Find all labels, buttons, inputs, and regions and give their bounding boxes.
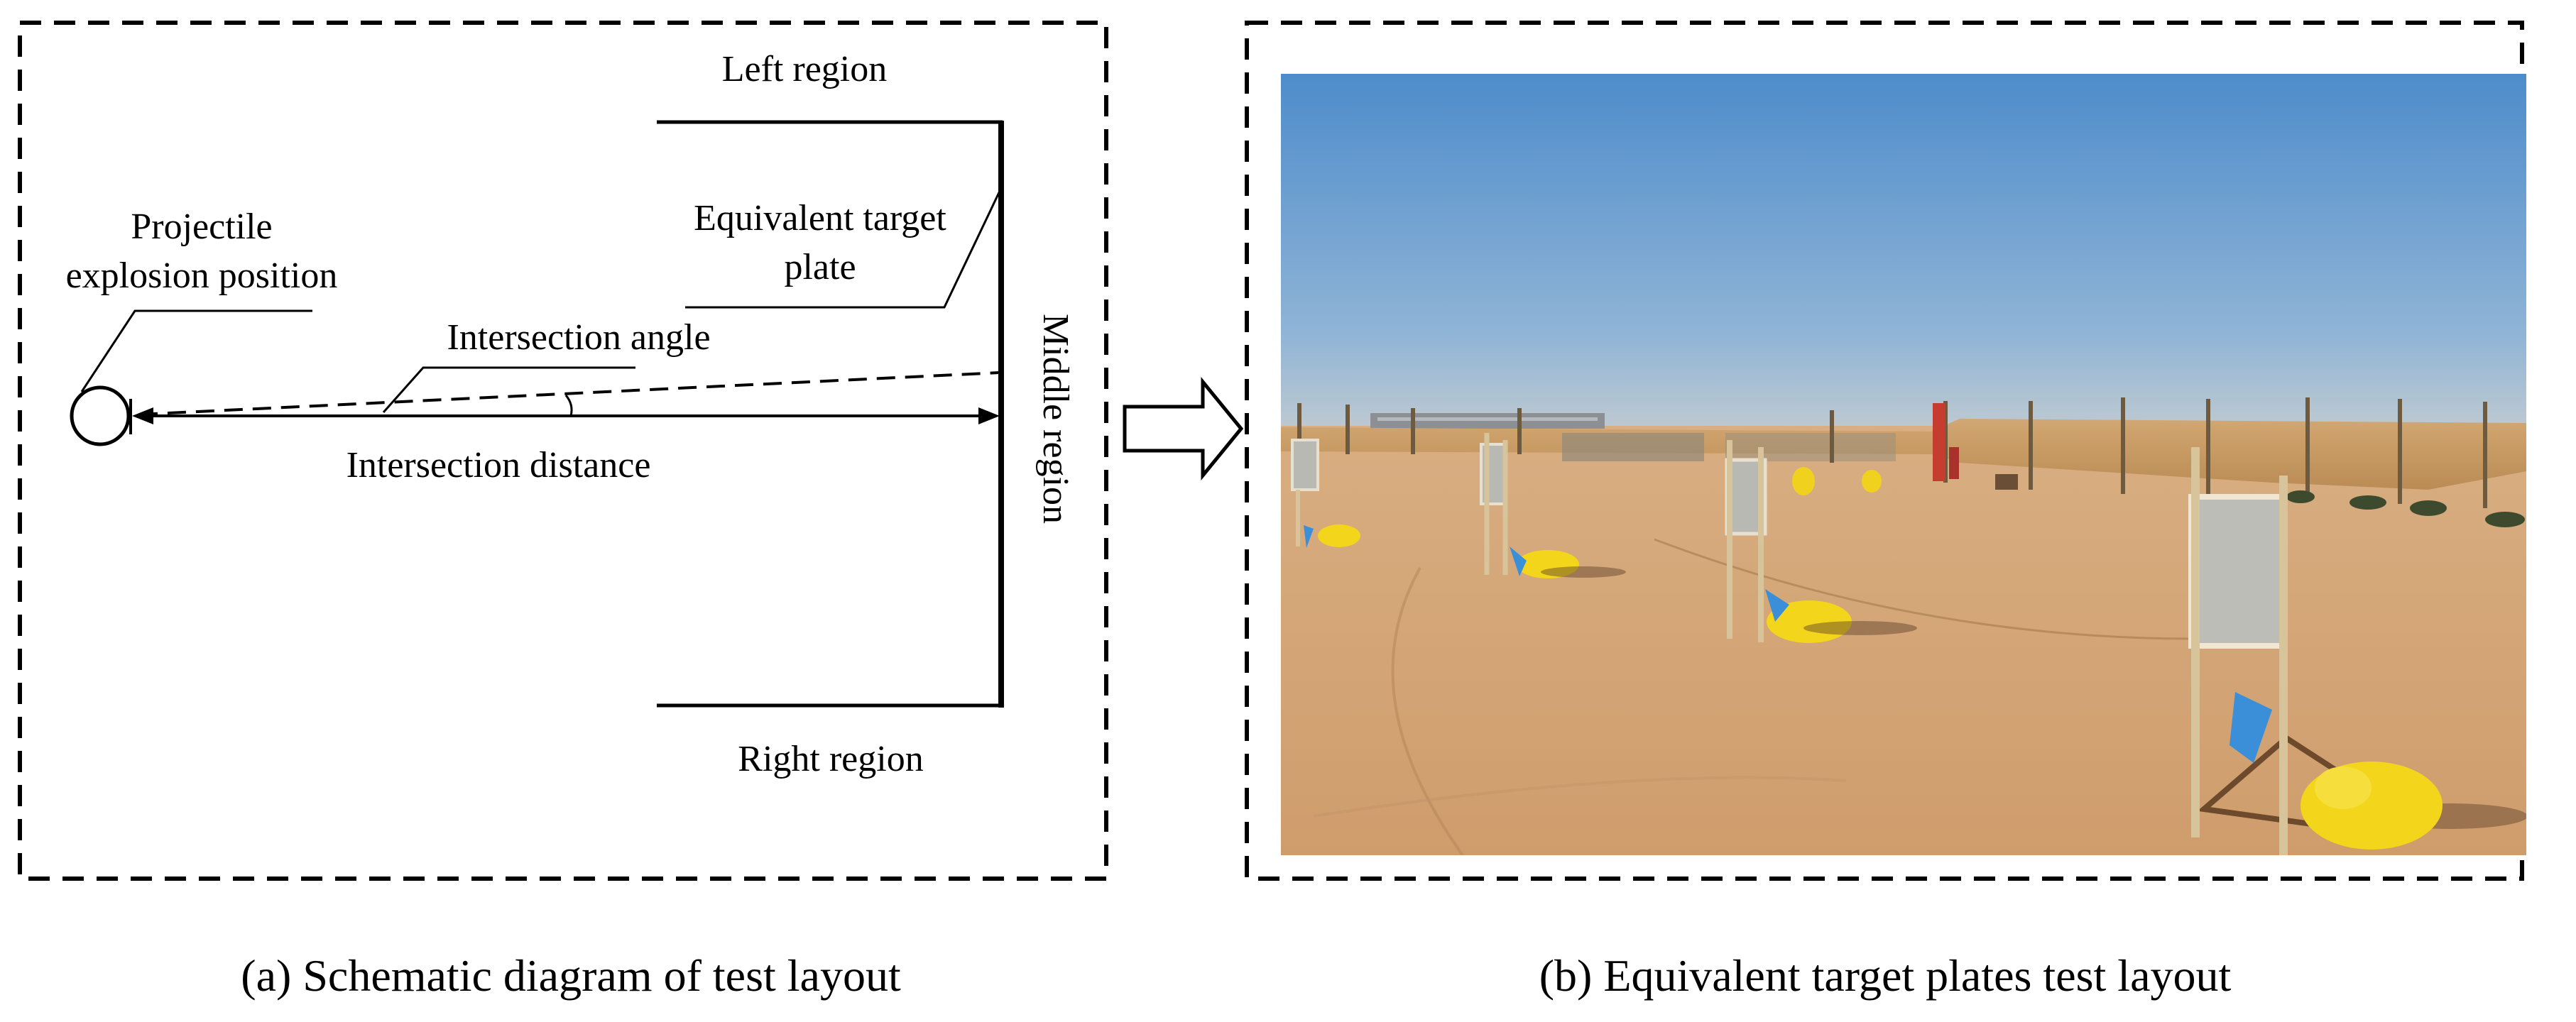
target-plate-leader-line	[685, 187, 1003, 309]
panel-connector-arrow	[1123, 376, 1244, 481]
distant-bag-1	[1792, 467, 1815, 495]
intersection-angle-dashed-line	[138, 371, 1000, 416]
label-target-plate-line2: plate	[784, 247, 856, 287]
angle-leader-line	[382, 366, 635, 413]
test-field-photo	[1281, 74, 2526, 855]
label-left-region: Left region	[722, 49, 887, 89]
label-projectile-line2: explosion position	[66, 256, 338, 296]
target-plate-stand-1	[1291, 439, 1360, 548]
sky	[1281, 74, 2526, 443]
target-plate-stand-3	[1725, 440, 1917, 643]
explosion-position-marker	[70, 385, 131, 446]
caption-b: (b) Equivalent target plates test layout	[1539, 950, 2232, 1001]
panel-b-photo: (b) Equivalent target plates test layout	[1245, 21, 2526, 1001]
projectile-leader-line	[80, 309, 312, 392]
label-right-region: Right region	[738, 739, 923, 779]
distant-bag-2	[1862, 470, 1882, 493]
intersection-distance-arrow	[132, 407, 1000, 424]
distant-red-tower	[1933, 403, 1959, 481]
label-target-plate-line1: Equivalent target	[694, 198, 946, 238]
equivalent-target-plate	[657, 120, 1004, 708]
panel-a-schematic: Left region Right region Equivalent targ…	[18, 21, 1108, 1001]
label-middle-region: Middle region	[1035, 314, 1076, 524]
target-plate-stand-4	[2188, 447, 2526, 855]
label-intersection-angle: Intersection angle	[447, 317, 710, 358]
intersection-angle-arc	[564, 395, 573, 417]
label-projectile-line1: Projectile	[131, 207, 272, 247]
target-plate-stand-2	[1480, 433, 1626, 578]
label-intersection-distance: Intersection distance	[346, 445, 651, 485]
shrubs	[2286, 490, 2525, 527]
panel-a-dashed-frame	[18, 21, 1108, 881]
caption-a: (a) Schematic diagram of test layout	[241, 950, 901, 1001]
panel-b-dashed-frame	[1245, 21, 2524, 881]
